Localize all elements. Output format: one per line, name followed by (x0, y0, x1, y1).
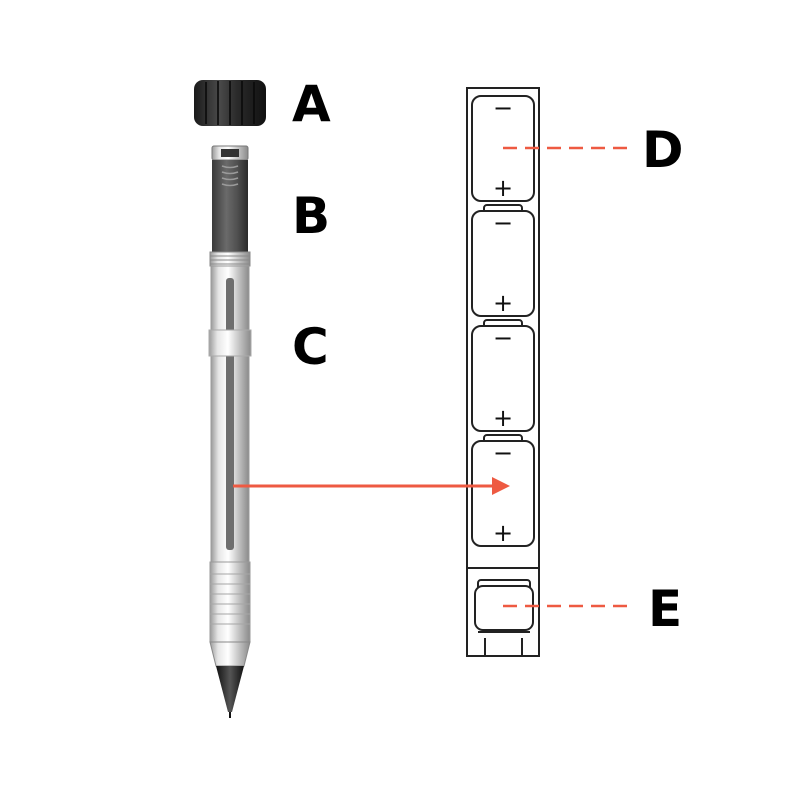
label-d: D (642, 121, 684, 179)
pointer-arrow (233, 477, 510, 495)
stylus-pen-icon (208, 145, 252, 718)
contact-block-icon (474, 579, 534, 656)
battery-cell: −+ (471, 204, 535, 317)
negative-terminal-label: − (493, 209, 513, 237)
battery-cell: −+ (471, 434, 535, 547)
negative-terminal-label: − (493, 324, 513, 352)
battery-cell: −+ (471, 319, 535, 432)
label-c: C (292, 318, 329, 376)
label-e: E (648, 580, 682, 638)
negative-terminal-label: − (493, 439, 513, 467)
positive-terminal-label: + (493, 404, 513, 432)
battery-stack-icon (466, 87, 540, 657)
negative-terminal-label: − (493, 94, 513, 122)
positive-terminal-label: + (493, 289, 513, 317)
positive-terminal-label: + (493, 519, 513, 547)
label-a: A (292, 75, 331, 133)
label-b: B (292, 187, 330, 245)
positive-terminal-label: + (493, 174, 513, 202)
knurled-cap-icon (194, 80, 266, 126)
